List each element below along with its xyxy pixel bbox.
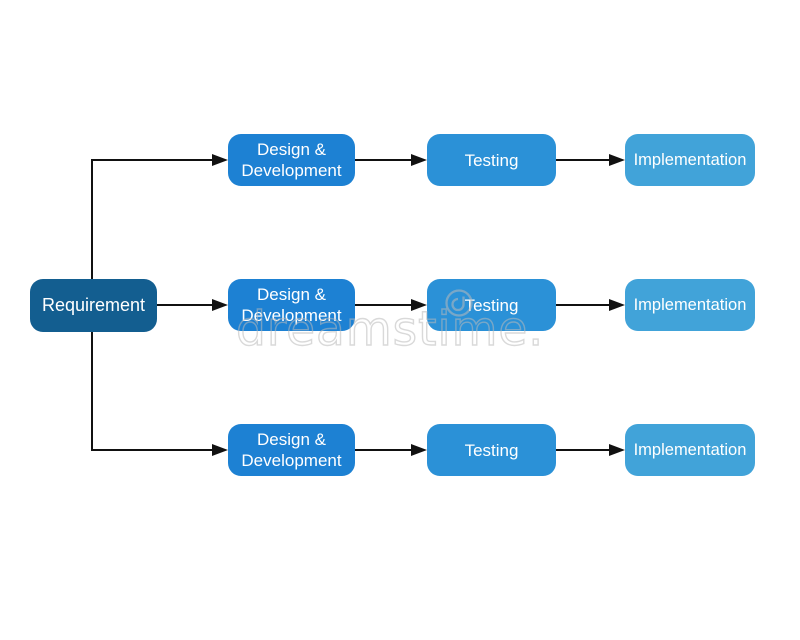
arrowhead-icon [411, 154, 427, 166]
node-design-development-row3: Design & Development [228, 424, 355, 476]
arrowhead-icon [212, 299, 228, 311]
connector-branch-to-row1 [92, 159, 213, 161]
arrowhead-icon [411, 299, 427, 311]
connector-testing-to-implementation-row1 [556, 159, 610, 161]
node-implementation-row3: Implementation [625, 424, 755, 476]
connector-testing-to-implementation-row3 [556, 449, 610, 451]
arrowhead-icon [609, 299, 625, 311]
arrowhead-icon [212, 444, 228, 456]
connector-design-to-testing-row2 [355, 304, 412, 306]
connector-design-to-testing-row3 [355, 449, 412, 451]
node-implementation-row1: Implementation [625, 134, 755, 186]
node-requirement: Requirement [30, 279, 157, 332]
connector-branch-to-row3 [92, 449, 213, 451]
connector-requirement-to-row2 [157, 304, 213, 306]
connector-design-to-testing-row1 [355, 159, 412, 161]
node-testing-row1: Testing [427, 134, 556, 186]
arrowhead-icon [212, 154, 228, 166]
arrowhead-icon [609, 154, 625, 166]
node-testing-row2: Testing [427, 279, 556, 331]
node-implementation-row2: Implementation [625, 279, 755, 331]
node-testing-row3: Testing [427, 424, 556, 476]
connector-testing-to-implementation-row2 [556, 304, 610, 306]
node-design-development-row2: Design & Development [228, 279, 355, 331]
node-design-development-row1: Design & Development [228, 134, 355, 186]
arrowhead-icon [411, 444, 427, 456]
arrowhead-icon [609, 444, 625, 456]
